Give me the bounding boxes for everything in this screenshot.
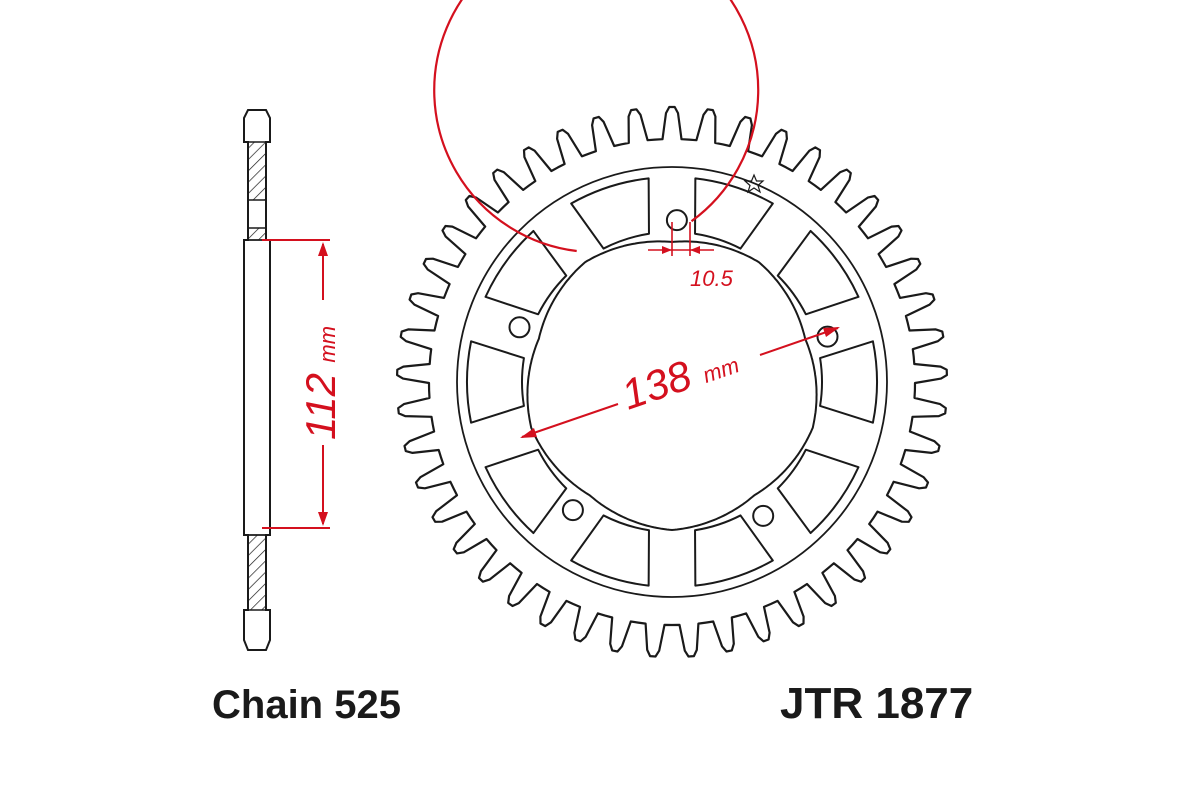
bolt-holes bbox=[508, 209, 839, 527]
bolt-hole bbox=[561, 499, 584, 522]
chain-label: Chain 525 bbox=[212, 683, 401, 727]
lightening-slot bbox=[570, 514, 650, 587]
side-hatch-top-small bbox=[247, 227, 267, 241]
hub-scalloped-outline bbox=[526, 240, 818, 532]
side-height-dimension: 112 mm bbox=[262, 239, 344, 529]
side-height-label: 112 mm bbox=[297, 326, 344, 440]
lightening-slot bbox=[484, 448, 568, 535]
side-hatch-bottom bbox=[247, 534, 267, 611]
lightening-slot bbox=[776, 448, 860, 535]
jt-star-logo bbox=[743, 173, 765, 194]
lightening-slot bbox=[694, 177, 774, 250]
sprocket-root-ring bbox=[456, 166, 888, 598]
part-number-label: JTR 1877 bbox=[780, 679, 973, 728]
pitch-circle-arc bbox=[433, 0, 760, 253]
bolt-hole-label: 10.5 bbox=[690, 266, 734, 291]
side-profile-view: 112 mm bbox=[243, 109, 344, 651]
lightening-slots bbox=[466, 177, 878, 587]
sprocket-front-view: 138 mm 10.5 bbox=[396, 0, 948, 658]
lightening-slot bbox=[819, 340, 878, 424]
lightening-slot bbox=[776, 229, 860, 316]
bolt-hole bbox=[508, 316, 531, 339]
bolt-hole-dimension: 10.5 bbox=[648, 222, 734, 291]
side-hatch-top bbox=[247, 141, 267, 201]
lightening-slot bbox=[484, 229, 568, 316]
bolt-hole bbox=[665, 209, 688, 232]
lightening-slot bbox=[466, 340, 525, 424]
lightening-slot bbox=[570, 177, 650, 250]
lightening-slot bbox=[694, 514, 774, 587]
bolt-hole bbox=[752, 504, 775, 527]
